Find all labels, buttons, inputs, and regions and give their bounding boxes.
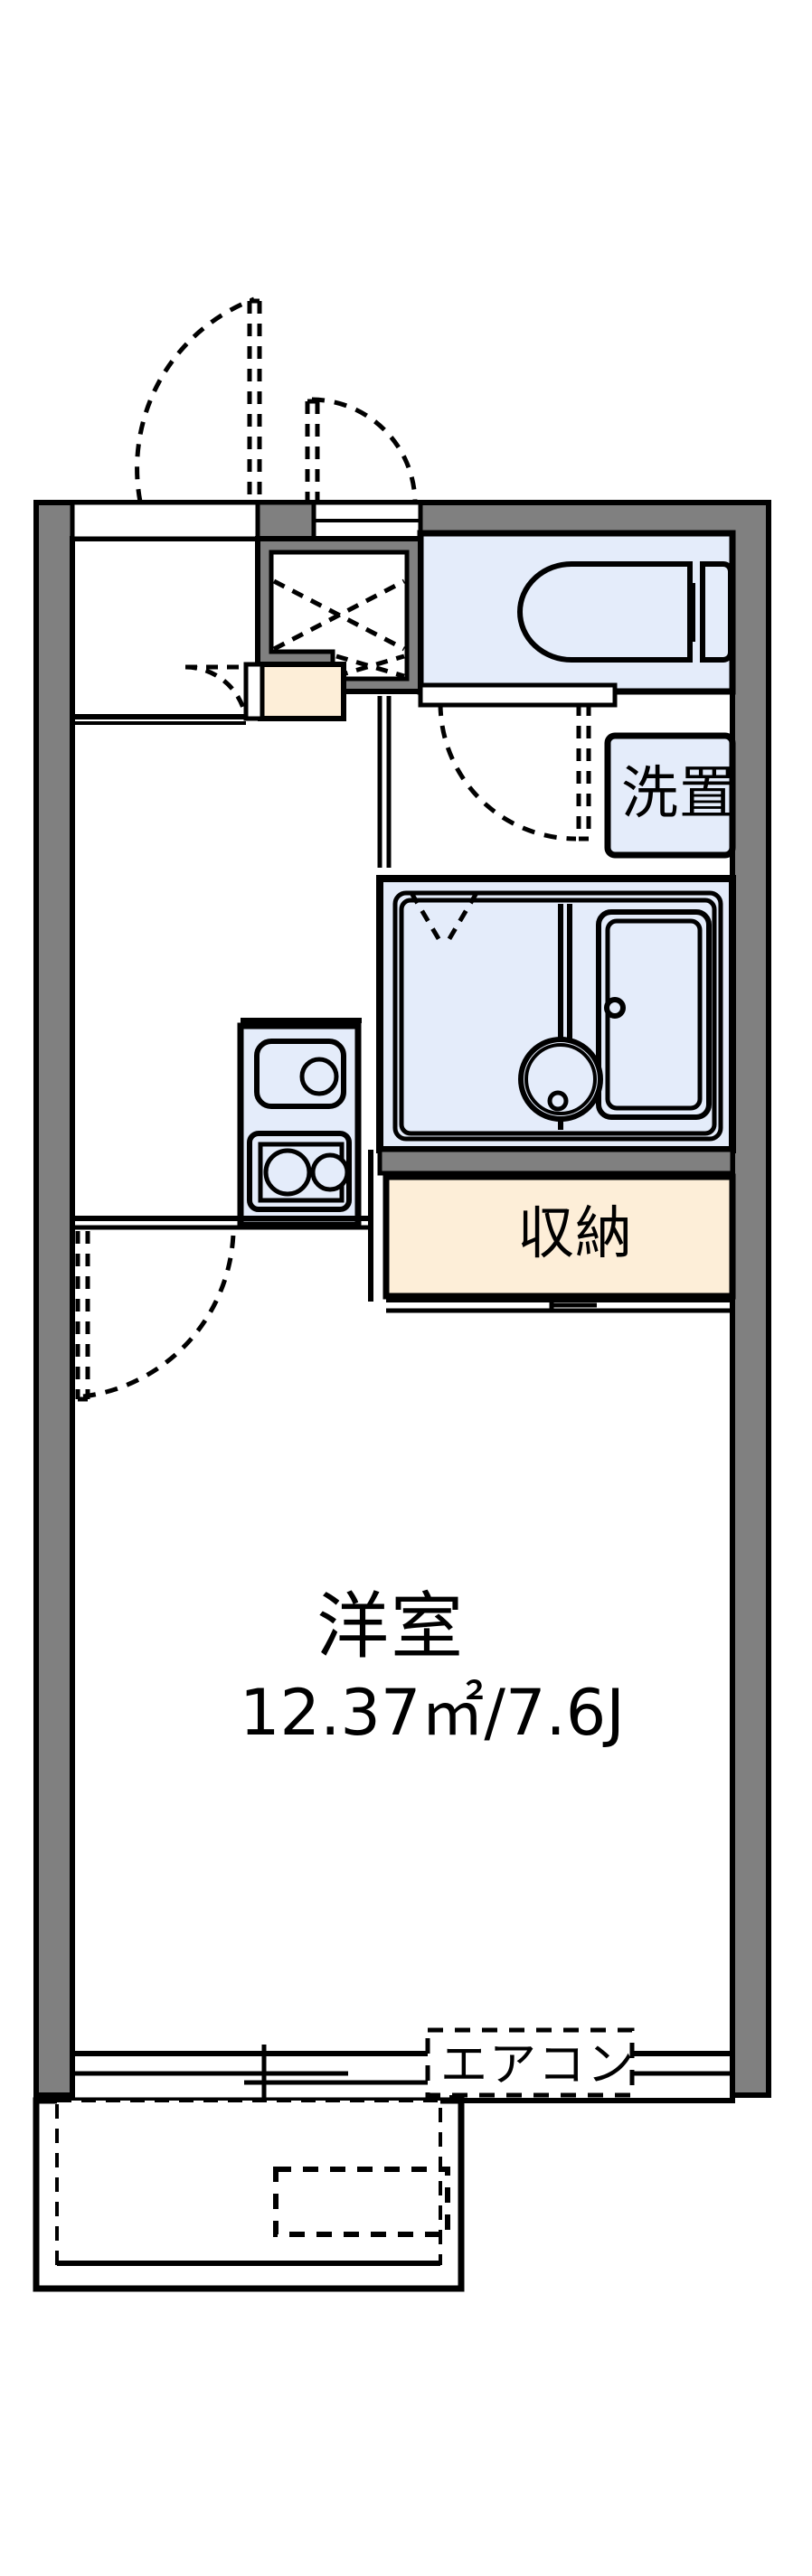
hall-door-swing [184, 664, 249, 719]
front-window-right [311, 500, 423, 541]
shoe-cabinet-upper-icon [272, 578, 406, 652]
bath-door-swing [409, 891, 479, 948]
kitchen-sink-icon [254, 1039, 346, 1109]
bathtub-icon [596, 909, 712, 1120]
wall-pier-top [255, 500, 316, 541]
aircon-marker-box [425, 2027, 635, 2098]
genkan-step [243, 662, 265, 721]
laundry-label: 洗置 [621, 760, 737, 826]
closet-top-wall [377, 1147, 735, 1176]
toilet-bowl-icon [517, 561, 693, 663]
genkan-tile [258, 662, 346, 721]
room-divider-wall [72, 1216, 371, 1230]
main-room-area: 12.37㎡/7.6J [240, 1676, 625, 1750]
main-room-name: 洋室 [316, 1584, 465, 1669]
balcony [33, 2097, 465, 2292]
front-window-left [70, 500, 260, 541]
laundry-area [604, 732, 736, 859]
aircon-outdoor-unit-marker [273, 2167, 450, 2237]
toilet-threshold [418, 682, 618, 708]
closet-sill [386, 1296, 732, 1313]
wash-basin-icon [518, 904, 603, 1130]
gas-stove-icon [247, 1131, 352, 1212]
aircon-label: エアコン [440, 2038, 637, 2092]
toilet-door-swing [438, 702, 591, 841]
entrance-door-swing-outer [135, 296, 255, 504]
toilet-tank-icon [690, 561, 733, 663]
toilet-door-swing-outer [305, 397, 418, 505]
entrance-door-leaf-outer [247, 298, 262, 505]
room-door-swing [75, 1231, 236, 1402]
closet-label: 収納 [517, 1200, 633, 1266]
closet-area [382, 1173, 736, 1300]
